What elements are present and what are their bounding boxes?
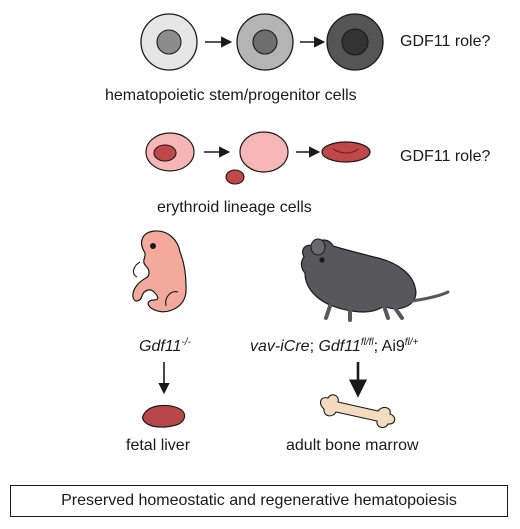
right-genotype-sep2: ; xyxy=(373,338,382,355)
extruded-nucleus xyxy=(225,169,245,185)
stem-cell-3 xyxy=(326,13,384,71)
conclusion-text: Preserved homeostatic and regenerative h… xyxy=(61,492,457,509)
stem-cell-1 xyxy=(140,13,198,71)
adult-bone-marrow-label: adult bone marrow xyxy=(286,437,419,454)
stem-cell-question: GDF11 role? xyxy=(400,33,491,50)
right-genotype-part3-sup: fl/+ xyxy=(404,337,419,348)
right-genotype-part2-sup: fl/fl xyxy=(360,337,374,348)
fetal-liver-label: fetal liver xyxy=(126,437,191,454)
stem-cell-caption: hematopoietic stem/progenitor cells xyxy=(105,87,357,104)
erythroid-question: GDF11 role? xyxy=(400,148,491,165)
erythroid-caption: erythroid lineage cells xyxy=(157,199,312,216)
bone-illustration xyxy=(319,394,396,429)
right-genotype-sep1: ; xyxy=(309,338,319,355)
right-genotype-part2: Gdf11 xyxy=(318,338,361,355)
right-genotype-part1: vav-iCre xyxy=(250,338,310,355)
left-genotype-label: Gdf11-/- xyxy=(139,337,191,357)
embryo-illustration xyxy=(132,230,187,313)
fetal-liver-illustration xyxy=(142,404,186,428)
left-genotype-base: Gdf11 xyxy=(139,338,182,355)
mouse-illustration xyxy=(300,238,450,322)
right-genotype-part3: Ai9 xyxy=(381,338,405,355)
left-genotype-sup: -/- xyxy=(181,337,191,348)
erythroblast-cell xyxy=(145,132,195,172)
right-genotype-label: vav-iCre; Gdf11fl/fl; Ai9fl/+ xyxy=(250,337,418,357)
reticulocyte-cell xyxy=(239,131,289,173)
stem-cell-2 xyxy=(236,13,294,71)
conclusion-box: Preserved homeostatic and regenerative h… xyxy=(10,485,508,517)
red-blood-cell xyxy=(321,141,371,163)
